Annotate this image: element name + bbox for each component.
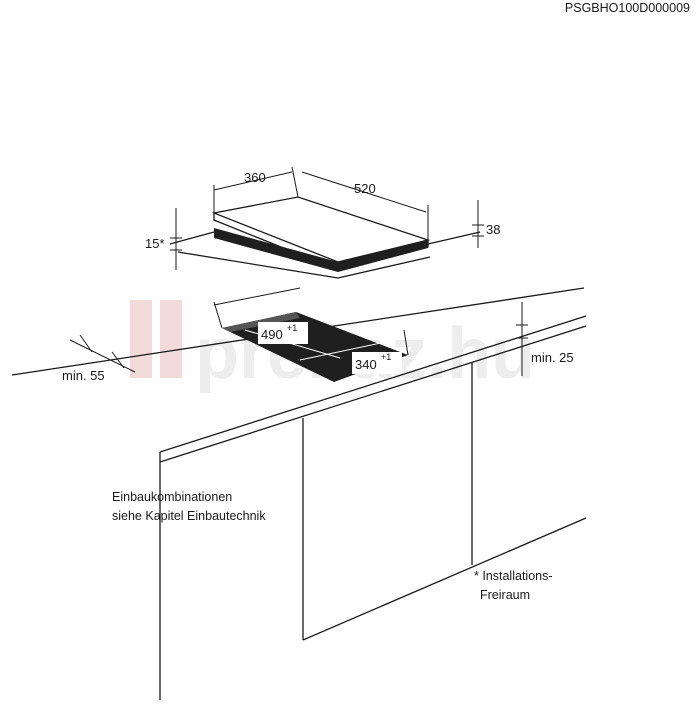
dim-340-bg: [352, 352, 402, 374]
worktop-underside: [159, 325, 587, 463]
dim-490-label: 490: [261, 327, 283, 342]
dim-ext: [403, 329, 409, 356]
dim-15-label: 15*: [145, 236, 165, 251]
doc-code: PSGBHO100D000009: [565, 1, 690, 15]
dim-min25-label: min. 25: [531, 350, 574, 365]
dim-490-bg: [258, 322, 308, 344]
dim-340-label: 340: [355, 357, 377, 372]
dim-38-label: 38: [486, 222, 500, 237]
worktop-line: [427, 231, 481, 245]
dim-line-min55: [69, 339, 136, 373]
note-combo-line2: siehe Kapitel Einbautechnik: [112, 509, 266, 523]
dim-ext: [213, 287, 301, 306]
hob-body-right: [338, 240, 428, 272]
hob-body-left: [214, 228, 338, 272]
worktop-line: [177, 251, 339, 279]
dim-tick: [111, 351, 125, 369]
dim-line-360: [213, 171, 293, 191]
dim-360-label: 360: [244, 170, 266, 185]
dim-min55-label: min. 55: [62, 368, 105, 383]
worktop-line: [337, 256, 431, 279]
dim-line-520: [301, 171, 427, 213]
dim-tick: [79, 334, 93, 353]
hob-drawing: 360 520 38 15*: [145, 166, 500, 279]
dim-line-340: [299, 339, 396, 361]
watermark-logo-bar: [130, 300, 152, 378]
dim-ext: [213, 301, 223, 329]
worktop-line: [169, 231, 215, 245]
dim-340-tol: +1: [381, 352, 391, 362]
cabinet-floor-line: [302, 517, 587, 641]
cabinet-drawing: [159, 362, 587, 700]
dim-520-label: 520: [354, 181, 376, 196]
note-combo-line1: Einbaukombinationen: [112, 490, 232, 504]
dim-490-tol: +1: [287, 323, 297, 333]
watermark-logo-bar: [160, 300, 182, 378]
dim-ext: [291, 166, 299, 198]
note-install-line1: * Installations-: [474, 569, 553, 583]
note-install-line2: Freiraum: [480, 588, 530, 602]
worktop-back-edge: [159, 315, 587, 453]
worktop-drawing: 490 +1 340 +1 min. 55 min. 25: [11, 287, 587, 463]
